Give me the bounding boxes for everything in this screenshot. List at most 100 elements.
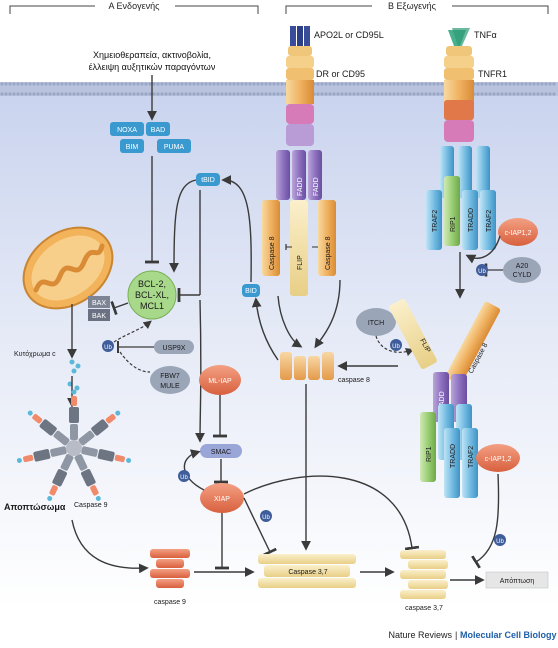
tbid-label: tBID — [201, 177, 215, 184]
section-extrinsic-label: B Εξωγενής — [388, 1, 437, 11]
cytc-label: Κυτόχρωμα c — [14, 350, 56, 358]
tnfr1-complex-ii: FLIP Caspase 8 FADD RIP1 TRADD TRAF2 — [389, 299, 501, 498]
section-headers: A Ενδογενής B Εξωγενής — [9, 0, 549, 14]
caspase8-label: caspase 8 — [338, 377, 370, 384]
xiap: XIAP — [200, 483, 244, 513]
ub-label-smac: Ub — [180, 475, 188, 481]
apoptosome-spoke — [81, 446, 132, 463]
ub-tag-tnf: Ub — [476, 264, 488, 276]
mliap-label: ML-IAP — [208, 378, 232, 385]
caspase9-label: Caspase 9 — [74, 502, 108, 509]
ub-label-ciap: Ub — [496, 539, 504, 545]
ciap-top: c-IAP1,2 — [498, 218, 538, 246]
xiap-label: XIAP — [214, 496, 230, 503]
cyld-label: CYLD — [513, 272, 532, 279]
smac: SMAC — [200, 444, 242, 458]
casp8-unit-label-1: Caspase 8 — [269, 236, 276, 270]
ub-label-itch: Ub — [392, 344, 400, 350]
apo2l-ligand: APO2L or CD95L — [290, 26, 384, 46]
rip1-label-2: RIP1 — [426, 446, 433, 462]
rip1-label-1: RIP1 — [450, 216, 457, 232]
apoptosome-spoke — [27, 410, 70, 446]
usp9x-label: USP9X — [163, 345, 186, 352]
fbw7-mule: FBW7 MULE — [150, 366, 190, 394]
apoptosome — [16, 389, 132, 501]
apoptosome-spoke — [47, 454, 74, 501]
bid-label: BID — [245, 288, 257, 295]
svg-text:|: | — [455, 630, 457, 640]
fadd-label-2: FADD — [313, 177, 320, 196]
bh3-proteins: NOXA BAD BIM PUMA — [110, 122, 191, 153]
a20-cyld: A20 CYLD — [503, 257, 541, 283]
tradd-label-1: TRADD — [468, 208, 475, 232]
tradd-label-2: TRADD — [450, 444, 457, 468]
ub-label-bcl2: Ub — [104, 345, 112, 351]
bim-box — [120, 139, 144, 153]
bcl2-label-1: BCL-2, — [138, 279, 166, 289]
itch-label: ITCH — [368, 320, 384, 327]
caspase9-low-label: caspase 9 — [154, 599, 186, 606]
apoptosome-spoke — [16, 446, 67, 463]
caspase37-stack: Caspase 3,7 — [258, 554, 356, 588]
fbw7-label: FBW7 — [160, 373, 180, 380]
footer-credit: Nature Reviews | Molecular Cell Biology — [388, 630, 556, 640]
flip-label-1: FLIP — [297, 255, 304, 270]
tnfr1-label: TNFR1 — [478, 69, 507, 79]
bax-label: BAX — [92, 300, 106, 307]
bax-bak: BAX BAK — [88, 296, 110, 321]
section-intrinsic-label: A Ενδογενής — [109, 1, 161, 11]
apoptosome-spoke — [74, 454, 101, 501]
cytochrome-c-dots — [67, 359, 81, 391]
stimulus-line1: Χημειοθεραπεία, ακτινοβολία, — [93, 50, 211, 60]
fadd-label-1: FADD — [297, 177, 304, 196]
dr-disc-complex: FADD FADD Caspase 8 FLIP Caspase 8 — [262, 150, 336, 296]
noxa-label: NOXA — [117, 127, 137, 134]
dr-label: DR or CD95 — [316, 69, 365, 79]
bcl2-label-3: MCL1 — [140, 301, 164, 311]
caspase37-label: Caspase 3,7 — [288, 569, 327, 576]
puma-box — [157, 139, 191, 153]
tnfr1-complex-i: TRAF2 RIP1 TRADD TRAF2 — [426, 146, 496, 250]
tnfa-ligand: TNFα — [448, 28, 497, 46]
traf2-label-1: TRAF2 — [432, 210, 439, 232]
footer-journal: Nature Reviews — [388, 630, 452, 640]
ub-tag-xiap: Ub — [260, 510, 272, 522]
itch: ITCH — [356, 308, 396, 336]
bim-label: BIM — [126, 144, 139, 151]
apo2l-label: APO2L or CD95L — [314, 30, 384, 40]
ub-label-tnf: Ub — [478, 269, 486, 275]
noxa-box — [110, 122, 144, 136]
puma-label: PUMA — [164, 144, 185, 151]
tnfr1-receptor: TNFR1 — [444, 46, 507, 142]
casp8-unit-label-2: Caspase 8 — [325, 236, 332, 270]
caspase8-active: caspase 8 — [280, 352, 370, 384]
footer-section: Molecular Cell Biology — [460, 630, 557, 640]
usp9x: USP9X — [154, 340, 194, 354]
bak-box — [88, 309, 110, 321]
ub-tag-bcl2: Ub — [102, 340, 114, 352]
bax-box — [88, 296, 110, 308]
bid: BID — [242, 284, 260, 297]
bcl2-label-2: BCL-XL, — [135, 290, 169, 300]
apoptosome-spoke — [78, 410, 121, 446]
mule-label: MULE — [160, 383, 180, 390]
ciap-bottom: c-IAP1,2 — [476, 444, 520, 472]
cell-membrane — [0, 82, 558, 96]
caspase37-low-label: caspase 3,7 — [405, 605, 443, 612]
traf2-label-3: TRAF2 — [468, 446, 475, 468]
a20-label: A20 — [516, 263, 529, 270]
bcl2-family: BCL-2, BCL-XL, MCL1 — [127, 270, 177, 320]
caspase9-stack: caspase 9 — [150, 549, 190, 606]
fadd-label-3: FADD — [439, 391, 446, 410]
tnfa-label: TNFα — [474, 30, 497, 40]
mitochondrion — [22, 226, 114, 310]
bak-label: BAK — [92, 313, 106, 320]
apoptosome-hub — [66, 440, 82, 456]
bad-box — [146, 122, 170, 136]
ub-tag-itch: Ub — [390, 339, 402, 351]
stimulus-line2: έλλειψη αυξητικών παραγόντων — [89, 62, 216, 72]
traf2-label-2: TRAF2 — [486, 210, 493, 232]
apoptosome-label: Αποπτώσωμα — [4, 502, 66, 512]
ub-tag-ciap: Ub — [494, 534, 506, 546]
